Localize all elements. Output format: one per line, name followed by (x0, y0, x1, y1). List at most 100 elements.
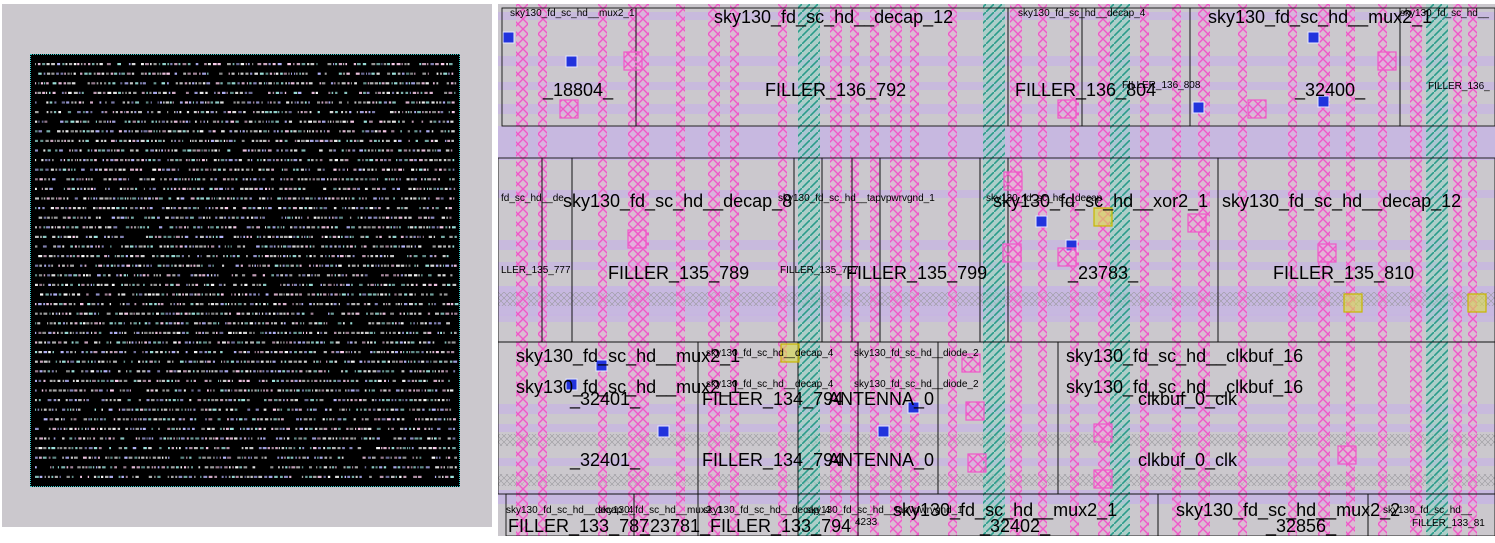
contact-cut (877, 425, 890, 438)
via-stack (1093, 469, 1113, 489)
chip-row (35, 427, 456, 430)
chip-row (35, 466, 457, 469)
poly-column (1172, 4, 1181, 536)
chip-row (35, 187, 456, 190)
cell-instance-label: sky130_fd_sc_hd__decap_4 (706, 379, 834, 390)
cell-instance-label: sky130_fd_sc_hd__clkbuf_16 (1066, 377, 1304, 397)
chip-row (35, 178, 455, 181)
diffusion-column (983, 4, 1005, 536)
cell-instance-label: sky130_fd_sc_hd__clkbuf_16 (1066, 346, 1304, 366)
via2-square (1467, 293, 1487, 313)
poly-column (1198, 4, 1210, 536)
cell-instance-label: _18804_ (543, 80, 614, 100)
cell-instance-label: sky130_fd_sc_hd__tapvpwrvgnd_1 (778, 193, 935, 204)
chip-row (35, 331, 457, 334)
contact-cut (565, 55, 578, 68)
poly-column (730, 4, 739, 536)
poly-column (1410, 4, 1422, 536)
contact-cut (502, 31, 515, 44)
contact-cut (1192, 101, 1205, 114)
cell-instance-label: FILLER_136_804 (1015, 80, 1157, 100)
cell-instance-label: FILLER_133_81 (1412, 518, 1485, 529)
contact-cut (1035, 215, 1048, 228)
cell-instance-label: FILLER_136_ (1428, 81, 1490, 92)
via-stack (627, 229, 647, 249)
via-stack (1057, 247, 1077, 267)
chip-row (35, 245, 455, 248)
cell-instance-label: sky130_fd_sc_hd__decap_12 (714, 7, 954, 27)
cell-instance-label: sky130_fd_sc_hd__decap_4 (703, 505, 831, 516)
chip-row (35, 82, 457, 85)
diffusion-column (1426, 4, 1448, 536)
contact-cut (907, 401, 920, 414)
chip-row (35, 408, 452, 411)
via-stack (961, 353, 981, 373)
chip-row (35, 130, 455, 133)
diffusion-column (1110, 4, 1130, 536)
layout-overview-panel[interactable] (2, 4, 492, 527)
cell-instance-label: _23781_ (640, 516, 711, 536)
via2-square (1093, 207, 1113, 227)
via-stack (623, 51, 643, 71)
chip-row (35, 91, 456, 94)
poly-column (1038, 4, 1047, 536)
via-stack (1002, 243, 1022, 263)
via-stack (1377, 51, 1397, 71)
chip-row (35, 312, 458, 315)
chip-row (35, 360, 458, 363)
via-stack (1093, 423, 1113, 443)
cell-instance-label: FILLER_135_797 (780, 265, 859, 276)
cell-instance-label: _32400_ (1295, 80, 1366, 100)
poly-column (1098, 4, 1110, 536)
cell-instance-label: _23783_ (1068, 263, 1139, 283)
poly-column (948, 4, 957, 536)
via-stack (1187, 213, 1207, 233)
contact-cut (1307, 31, 1320, 44)
poly-column (1468, 4, 1477, 536)
poly-column (640, 4, 649, 536)
poly-column (516, 4, 528, 536)
poly-column (1140, 4, 1149, 536)
cell-instance-label: sky130_fd_sc_hd__tapvpwrvgnd_1 (806, 505, 963, 516)
cell-instance-label: sky130_fd_sc_hd__diode_2 (854, 348, 979, 359)
cell-instance-label: FILLER_135_810 (1273, 263, 1415, 283)
poly-column (1378, 4, 1387, 536)
cell-instance-label: sky130_fd_sc_hd__decap_8 (563, 191, 793, 211)
chip-row (35, 341, 456, 344)
cell-instance-label: sky130_fd_sc_hd__mux2_1 (893, 500, 1118, 520)
contact-cut (1317, 95, 1330, 108)
cell-instance-label: FILLER_133_787 (508, 516, 650, 536)
chip-row (35, 197, 455, 200)
chip-row (35, 207, 452, 210)
via-stack (1247, 99, 1267, 119)
cell-instance-label: ANTENNA_0 (828, 450, 935, 470)
chip-rows-graphic (35, 63, 459, 478)
cell-instance-label: FILLER_134_794 (702, 389, 844, 409)
chip-row (43, 418, 456, 421)
cell-instance-label: FILLER_135_799 (846, 263, 988, 283)
contact-cut (595, 359, 608, 372)
poly-column (1318, 4, 1330, 536)
poly-column (538, 4, 547, 536)
via2-square (1343, 293, 1363, 313)
cell-instance-label: 4233 (855, 517, 878, 528)
cell-instance-label: sky130_fd_sc_hd__mux2_1 (510, 8, 635, 19)
cell-instance-label: sky130_fd_sc_hd__diode_2 (854, 379, 979, 390)
cell-boundary (1367, 493, 1495, 536)
poly-column (890, 4, 902, 536)
chip-row (38, 216, 452, 219)
cell-instance-label: clkbuf_0_clk (1138, 450, 1238, 470)
contact-cut (565, 378, 578, 391)
cell-instance-label: sky130_fd_sc_hd__ (1400, 8, 1489, 19)
cell-instance-label: LLER_135_777 (501, 265, 571, 276)
chip-die-overview[interactable] (30, 54, 460, 487)
cell-instance-label: sky130_fd_sc_hd__ (1383, 505, 1472, 516)
chip-row (35, 235, 457, 238)
chip-row (35, 226, 456, 229)
cell-instance-label: sky130_fd_sc_hd__mux2_1 (516, 377, 741, 397)
chip-row (35, 111, 455, 114)
contact-cut (657, 425, 670, 438)
chip-row (35, 447, 456, 450)
via-stack (559, 99, 579, 119)
